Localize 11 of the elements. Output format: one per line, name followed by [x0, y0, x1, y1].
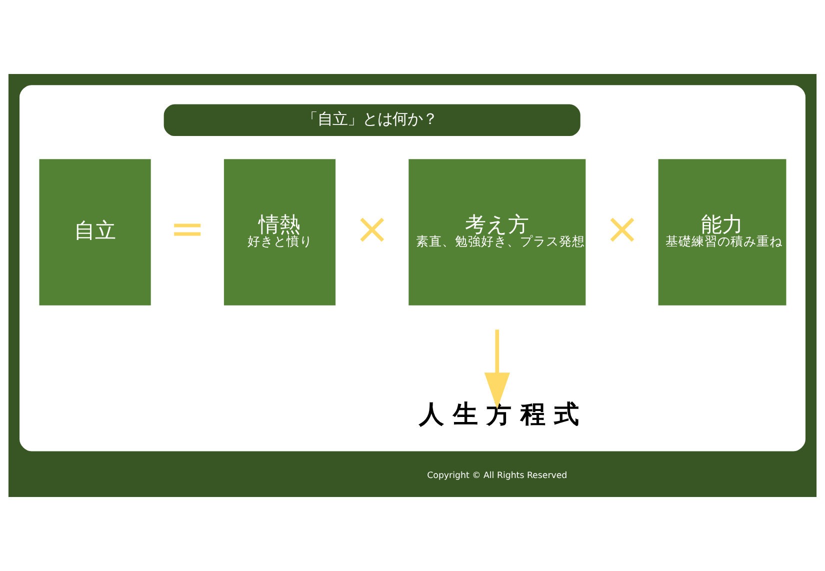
- node-box: 自立: [39, 159, 151, 306]
- node-box: 考え方 素直、勉強好き、プラス発想: [408, 159, 586, 306]
- node-box: 情熱 好きと憤り: [224, 159, 336, 306]
- node-box: 「自立」とは何か？: [164, 104, 580, 136]
- label: ×: [604, 204, 640, 254]
- label: Copyright © All Rights Reserved: [427, 470, 568, 481]
- arrow: [484, 330, 510, 410]
- label: ×: [354, 204, 390, 254]
- label: =: [170, 204, 206, 254]
- node-box: 能力 基礎練習の積み重ね: [658, 159, 786, 306]
- cluster: [20, 85, 806, 452]
